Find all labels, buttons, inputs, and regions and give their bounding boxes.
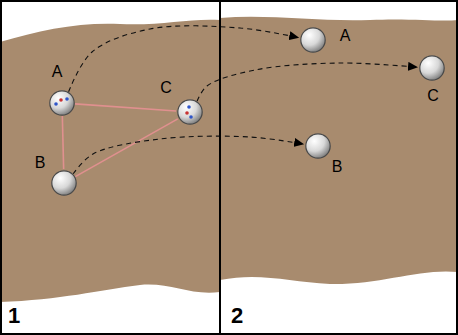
panel-number-anchor: 1: [8, 303, 20, 329]
label-anchor: B: [332, 158, 343, 176]
particle-label: A: [52, 63, 63, 80]
sphere-body: [178, 100, 202, 124]
trajectory-arrow: [73, 136, 304, 174]
charge-dot: [185, 111, 189, 115]
particle-label: B: [332, 158, 343, 175]
panel-frame: 2 A C B: [219, 0, 458, 335]
particle-sphere: B: [51, 170, 77, 196]
label-anchor: C: [427, 87, 439, 105]
particle-sphere: C: [177, 99, 203, 125]
soil-band: [0, 20, 220, 302]
sphere-graphic: [419, 55, 445, 81]
particle-label: C: [160, 79, 172, 96]
label-anchor: C: [160, 79, 172, 97]
charge-dot: [187, 105, 191, 109]
sphere-body: [301, 28, 325, 52]
charge-dot: [54, 102, 58, 106]
sphere-body: [306, 134, 330, 158]
label-anchor: A: [340, 27, 351, 45]
sphere-graphic: [300, 27, 326, 53]
sphere-body: [50, 91, 74, 115]
soil-band: [220, 17, 458, 284]
particle-sphere: A: [49, 90, 75, 116]
sphere-graphic: [177, 99, 203, 125]
sphere-body: [52, 171, 76, 195]
bond-line: [62, 116, 63, 169]
sphere-graphic: [305, 133, 331, 159]
bond-line: [75, 119, 177, 177]
charge-dot: [59, 98, 63, 102]
particle-label: B: [35, 154, 46, 171]
particle-sphere: C: [419, 55, 445, 81]
label-anchor: B: [35, 154, 46, 172]
panel-number: 1: [8, 303, 20, 328]
label-anchor: A: [52, 63, 63, 81]
bond-line: [75, 104, 176, 111]
panel-number: 2: [231, 303, 243, 328]
particle-sphere: A: [300, 27, 326, 53]
particle-label: A: [340, 27, 351, 44]
charge-dot: [65, 97, 69, 101]
sphere-graphic: [51, 170, 77, 196]
particle-sphere: B: [305, 133, 331, 159]
sphere-graphic: [49, 90, 75, 116]
panel-frame: 1 A C B: [0, 0, 221, 335]
charge-dot: [189, 115, 193, 119]
particle-label: C: [427, 87, 439, 104]
sphere-body: [420, 56, 444, 80]
trajectory-arrow: [69, 26, 300, 92]
trajectory-arrow: [197, 63, 418, 101]
panel-number-anchor: 2: [231, 303, 243, 329]
